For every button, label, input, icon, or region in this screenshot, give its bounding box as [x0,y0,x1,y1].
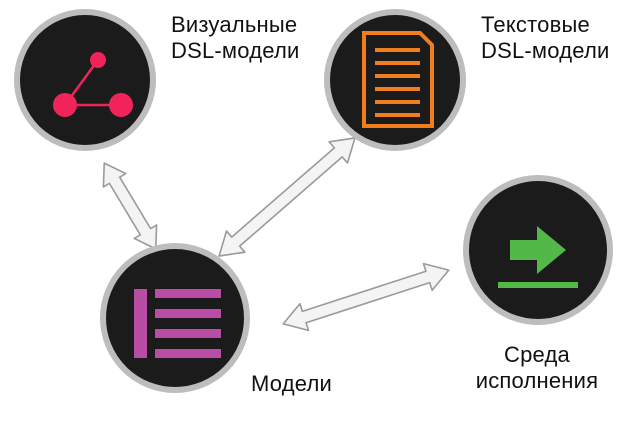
label-visual-dsl: Визуальные DSL-модели [171,12,300,63]
node-models [100,243,250,393]
label-models: Модели [251,371,332,396]
node-text-dsl [324,9,466,151]
arrow-models-to-runtime [282,262,450,332]
label-runtime: Среда исполнения [475,342,599,393]
arrow-text-to-models [218,137,356,257]
document-lines-icon [362,31,434,128]
node-runtime [463,175,613,325]
arrow-visual-to-models [102,162,158,250]
graph-nodes-icon [53,52,133,117]
node-visual-dsl [14,9,156,151]
list-icon [134,289,221,358]
arrow-right-icon [498,226,578,288]
label-text-dsl: Текстовые DSL-модели [481,12,610,63]
